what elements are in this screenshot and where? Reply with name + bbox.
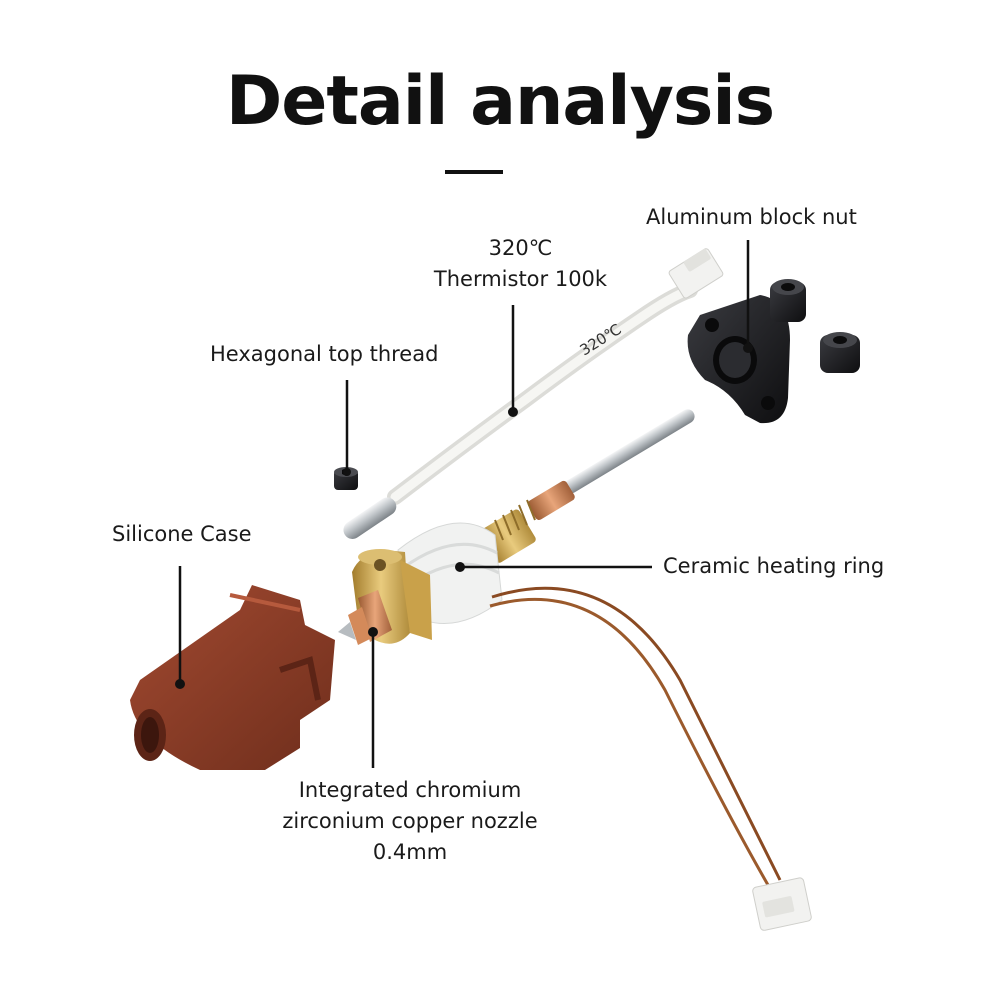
label-ceramic-heating-ring: Ceramic heating ring: [663, 554, 885, 578]
label-aluminum-block-nut: Aluminum block nut: [646, 205, 857, 229]
title-underline: [445, 170, 503, 174]
label-nozzle-line-3: 0.4mm: [372, 840, 448, 864]
label-nozzle-line-1: Integrated chromium: [298, 778, 522, 802]
heat-break-rod: [564, 409, 695, 494]
label-silicone-case: Silicone Case: [112, 522, 252, 546]
page-title: Detail analysis: [225, 62, 775, 141]
thermistor: 320℃: [343, 248, 724, 539]
copper-sleeve: [527, 480, 575, 520]
thermistor-connector: [668, 248, 724, 299]
label-hexagonal-top-thread: Hexagonal top thread: [210, 342, 439, 366]
label-thermistor-temp: 320℃: [488, 236, 553, 260]
heater-connector: [752, 877, 812, 931]
label-nozzle-line-2: zirconium copper nozzle: [282, 809, 538, 833]
silicone-case: [130, 585, 335, 770]
small-nut-2: [820, 332, 860, 373]
copper-nozzle: [338, 590, 392, 645]
small-nut-1: [770, 279, 806, 322]
heater-wires: [489, 586, 782, 886]
thermistor-probe: [343, 497, 397, 539]
callout-lines: [175, 240, 753, 768]
label-thermistor-name: Thermistor 100k: [433, 267, 608, 291]
